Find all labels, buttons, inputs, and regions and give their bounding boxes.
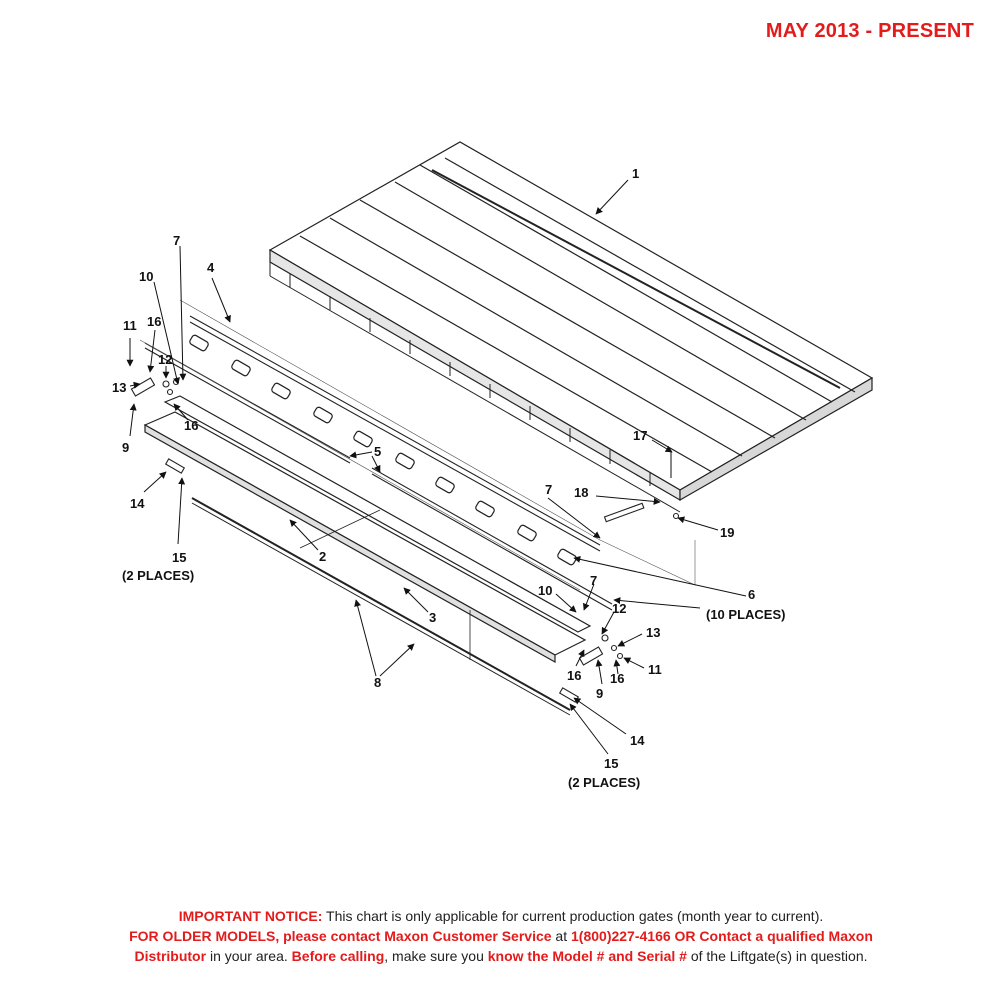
notice-older-models: FOR OLDER MODELS, please contact Maxon C… — [129, 928, 552, 944]
callout-3: 3 — [429, 610, 436, 625]
left-hardware — [130, 377, 186, 474]
lower-plates — [191, 497, 571, 716]
callout-12-left: 12 — [158, 352, 172, 367]
notice-phone: 1(800)227-4166 OR Contact a qualified Ma… — [571, 928, 873, 944]
callout-16-right-b: 16 — [610, 671, 624, 686]
notice-line-2: FOR OLDER MODELS, please contact Maxon C… — [0, 926, 1002, 946]
callout-7-mid: 7 — [545, 482, 552, 497]
middle-rod — [371, 467, 613, 611]
callout-15-left-note: (2 PLACES) — [122, 568, 194, 583]
callout-10-right: 10 — [538, 583, 552, 598]
callout-4: 4 — [207, 260, 215, 275]
notice-line-1: IMPORTANT NOTICE: This chart is only app… — [0, 906, 1002, 926]
callout-11-right: 11 — [648, 662, 662, 677]
callout-14-right: 14 — [630, 733, 645, 748]
callout-7-right: 7 — [590, 573, 597, 588]
callout-16-right-a: 16 — [567, 668, 581, 683]
callout-labels: 1 4 7 10 11 16 12 13 9 16 5 14 15 (2 PLA… — [112, 166, 785, 790]
leader-lines — [126, 179, 747, 755]
callout-15-right-note: (2 PLACES) — [568, 775, 640, 790]
callout-16-left: 16 — [184, 418, 198, 433]
callout-5: 5 — [374, 444, 381, 459]
callout-13-right: 13 — [646, 625, 660, 640]
callout-7-top: 7 — [173, 233, 180, 248]
platform-part — [268, 141, 874, 513]
notice-at: at — [551, 928, 572, 944]
callout-12-right: 12 — [612, 601, 626, 616]
notice-label: IMPORTANT NOTICE: — [178, 908, 323, 924]
hinge-bushings — [189, 334, 577, 566]
notice-know: know the Model # and Serial # — [487, 948, 687, 964]
date-range-header: MAY 2013 - PRESENT — [765, 20, 974, 42]
callout-16-upper: 16 — [147, 314, 161, 329]
important-notice: IMPORTANT NOTICE: This chart is only app… — [0, 906, 1002, 966]
callout-15-right: 15 — [604, 756, 618, 771]
notice-distributor: Distributor — [134, 948, 207, 964]
notice-before-calling: Before calling — [291, 948, 385, 964]
notice-of-liftgate: of the Liftgate(s) in question. — [686, 948, 868, 964]
callout-9-left: 9 — [122, 440, 129, 455]
callout-18: 18 — [574, 485, 588, 500]
notice-line-3: Distributor in your area. Before calling… — [0, 946, 1002, 966]
flap-part — [143, 395, 592, 664]
callout-1: 1 — [632, 166, 639, 181]
callout-11-left: 11 — [123, 318, 137, 333]
callout-6: 6 — [748, 587, 755, 602]
notice-make-sure: , make sure you — [384, 948, 488, 964]
callout-6-note: (10 PLACES) — [706, 607, 785, 622]
callout-13-left: 13 — [112, 380, 126, 395]
callout-19: 19 — [720, 525, 734, 540]
notice-in-area: in your area. — [206, 948, 292, 964]
callout-10-top: 10 — [139, 269, 153, 284]
callout-17: 17 — [633, 428, 647, 443]
callout-9-right: 9 — [596, 686, 603, 701]
callout-14-left: 14 — [130, 496, 145, 511]
callout-2: 2 — [319, 549, 326, 564]
callout-15-left: 15 — [172, 550, 186, 565]
notice-text-1: This chart is only applicable for curren… — [322, 908, 824, 924]
exploded-view-guides — [139, 299, 696, 591]
callout-8: 8 — [374, 675, 381, 690]
